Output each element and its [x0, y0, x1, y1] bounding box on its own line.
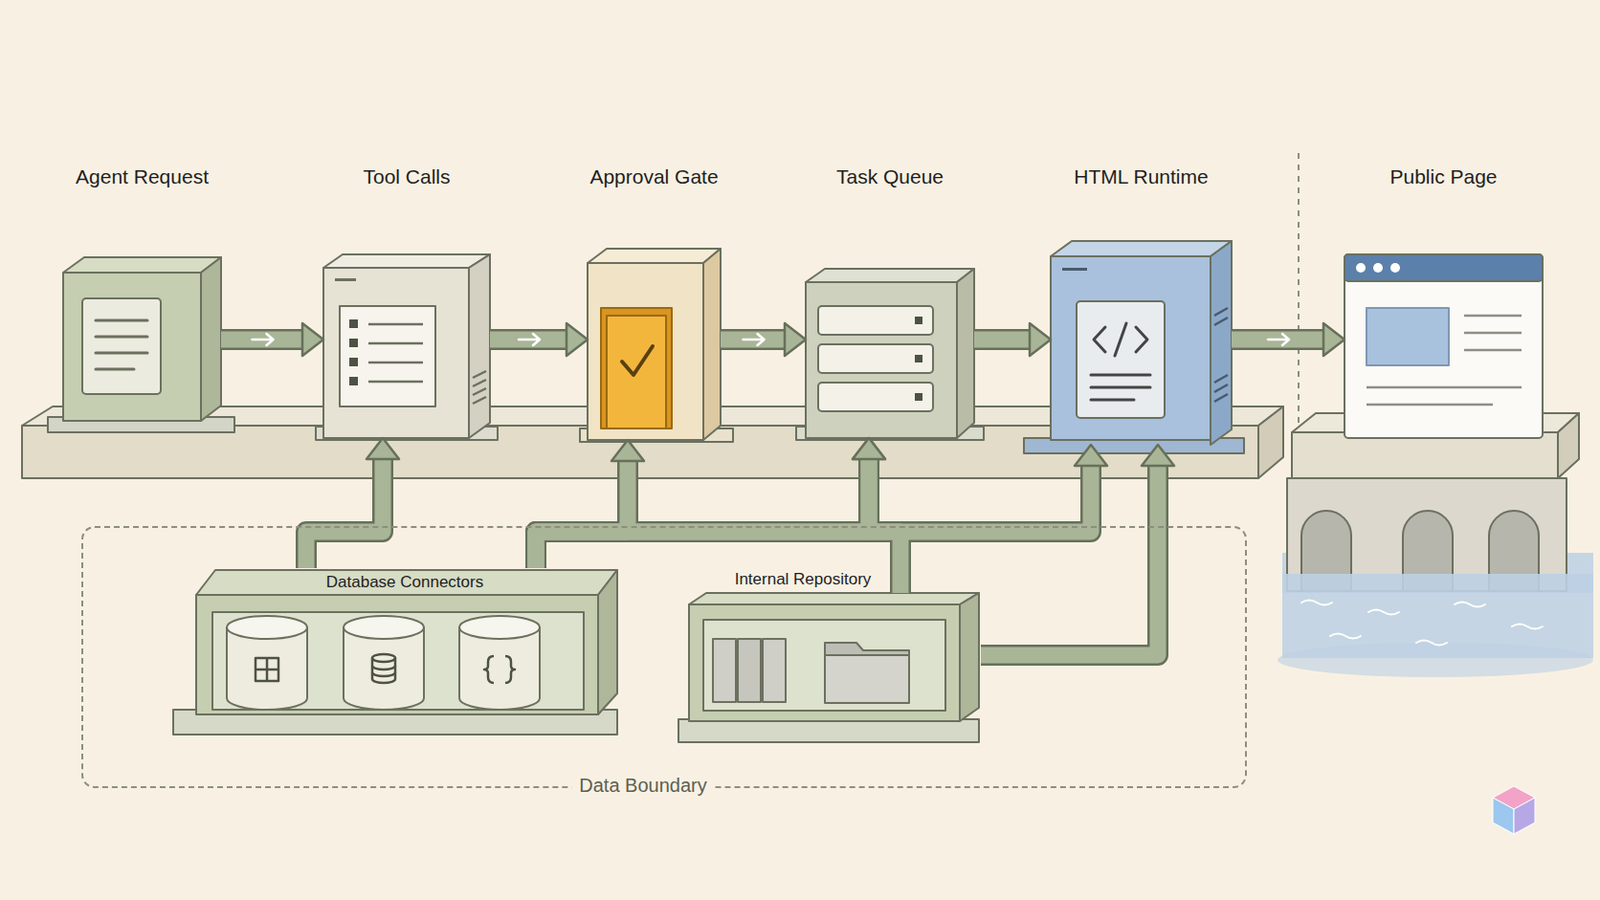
node-label: Data Boundary — [571, 774, 714, 798]
pipe-connector — [306, 457, 383, 569]
pipe-fill — [535, 444, 1108, 569]
node-label: Tool Calls — [362, 164, 450, 189]
database-shelf — [173, 570, 618, 735]
pipe-connector — [535, 464, 1091, 569]
pipe-fill — [1231, 323, 1345, 356]
repository-shelf — [678, 593, 979, 743]
node-label: Task Queue — [836, 164, 944, 189]
database-connectors-node: Database Connectors — [175, 568, 620, 739]
node-label: Agent Request — [75, 164, 209, 189]
pipe-fill — [974, 323, 1051, 356]
pipe-connector — [980, 464, 1158, 656]
pipe-fill — [980, 444, 1175, 656]
approval-gate-box — [579, 248, 734, 443]
pipe-fill — [306, 438, 400, 569]
node-label: HTML Runtime — [1073, 164, 1208, 189]
internal-repository-node: Internal Repository — [680, 593, 981, 747]
pipe-fill — [221, 323, 324, 356]
tool-calls-node: Tool Calls — [323, 254, 490, 439]
task-queue-node: Task Queue — [805, 268, 975, 439]
pipe-fill — [720, 323, 806, 356]
task-queue-box — [796, 268, 984, 441]
agent-request-box — [47, 257, 235, 433]
pipe-connector — [535, 459, 628, 569]
node-label: Internal Repository — [734, 570, 872, 590]
html-runtime-box — [1023, 241, 1245, 454]
separator-line — [1297, 153, 1300, 426]
agent-request-node: Agent Request — [63, 257, 222, 422]
pipe-connector — [974, 339, 1032, 341]
pipe-fill — [489, 323, 588, 356]
pipe-fill — [535, 438, 886, 569]
bridge-and-water — [1277, 413, 1594, 678]
pipe-fill — [852, 438, 901, 594]
tool-calls-box — [315, 254, 498, 441]
node-label: Approval Gate — [589, 164, 718, 189]
pipe-fill — [535, 440, 645, 569]
watermark-cube — [1492, 786, 1535, 835]
pipe-connector — [535, 457, 869, 569]
node-label: Database Connectors — [326, 573, 484, 593]
pipe-connector — [868, 457, 901, 594]
node-label: Public Page — [1389, 164, 1497, 189]
data-boundary-region: Data BoundaryDatabase ConnectorsInternal… — [81, 526, 1247, 789]
approval-gate-node: Approval Gate — [587, 248, 721, 441]
browser-window — [1344, 254, 1543, 439]
html-runtime-node: HTML Runtime — [1050, 241, 1232, 445]
public-page-node: Public Page — [1344, 254, 1543, 439]
